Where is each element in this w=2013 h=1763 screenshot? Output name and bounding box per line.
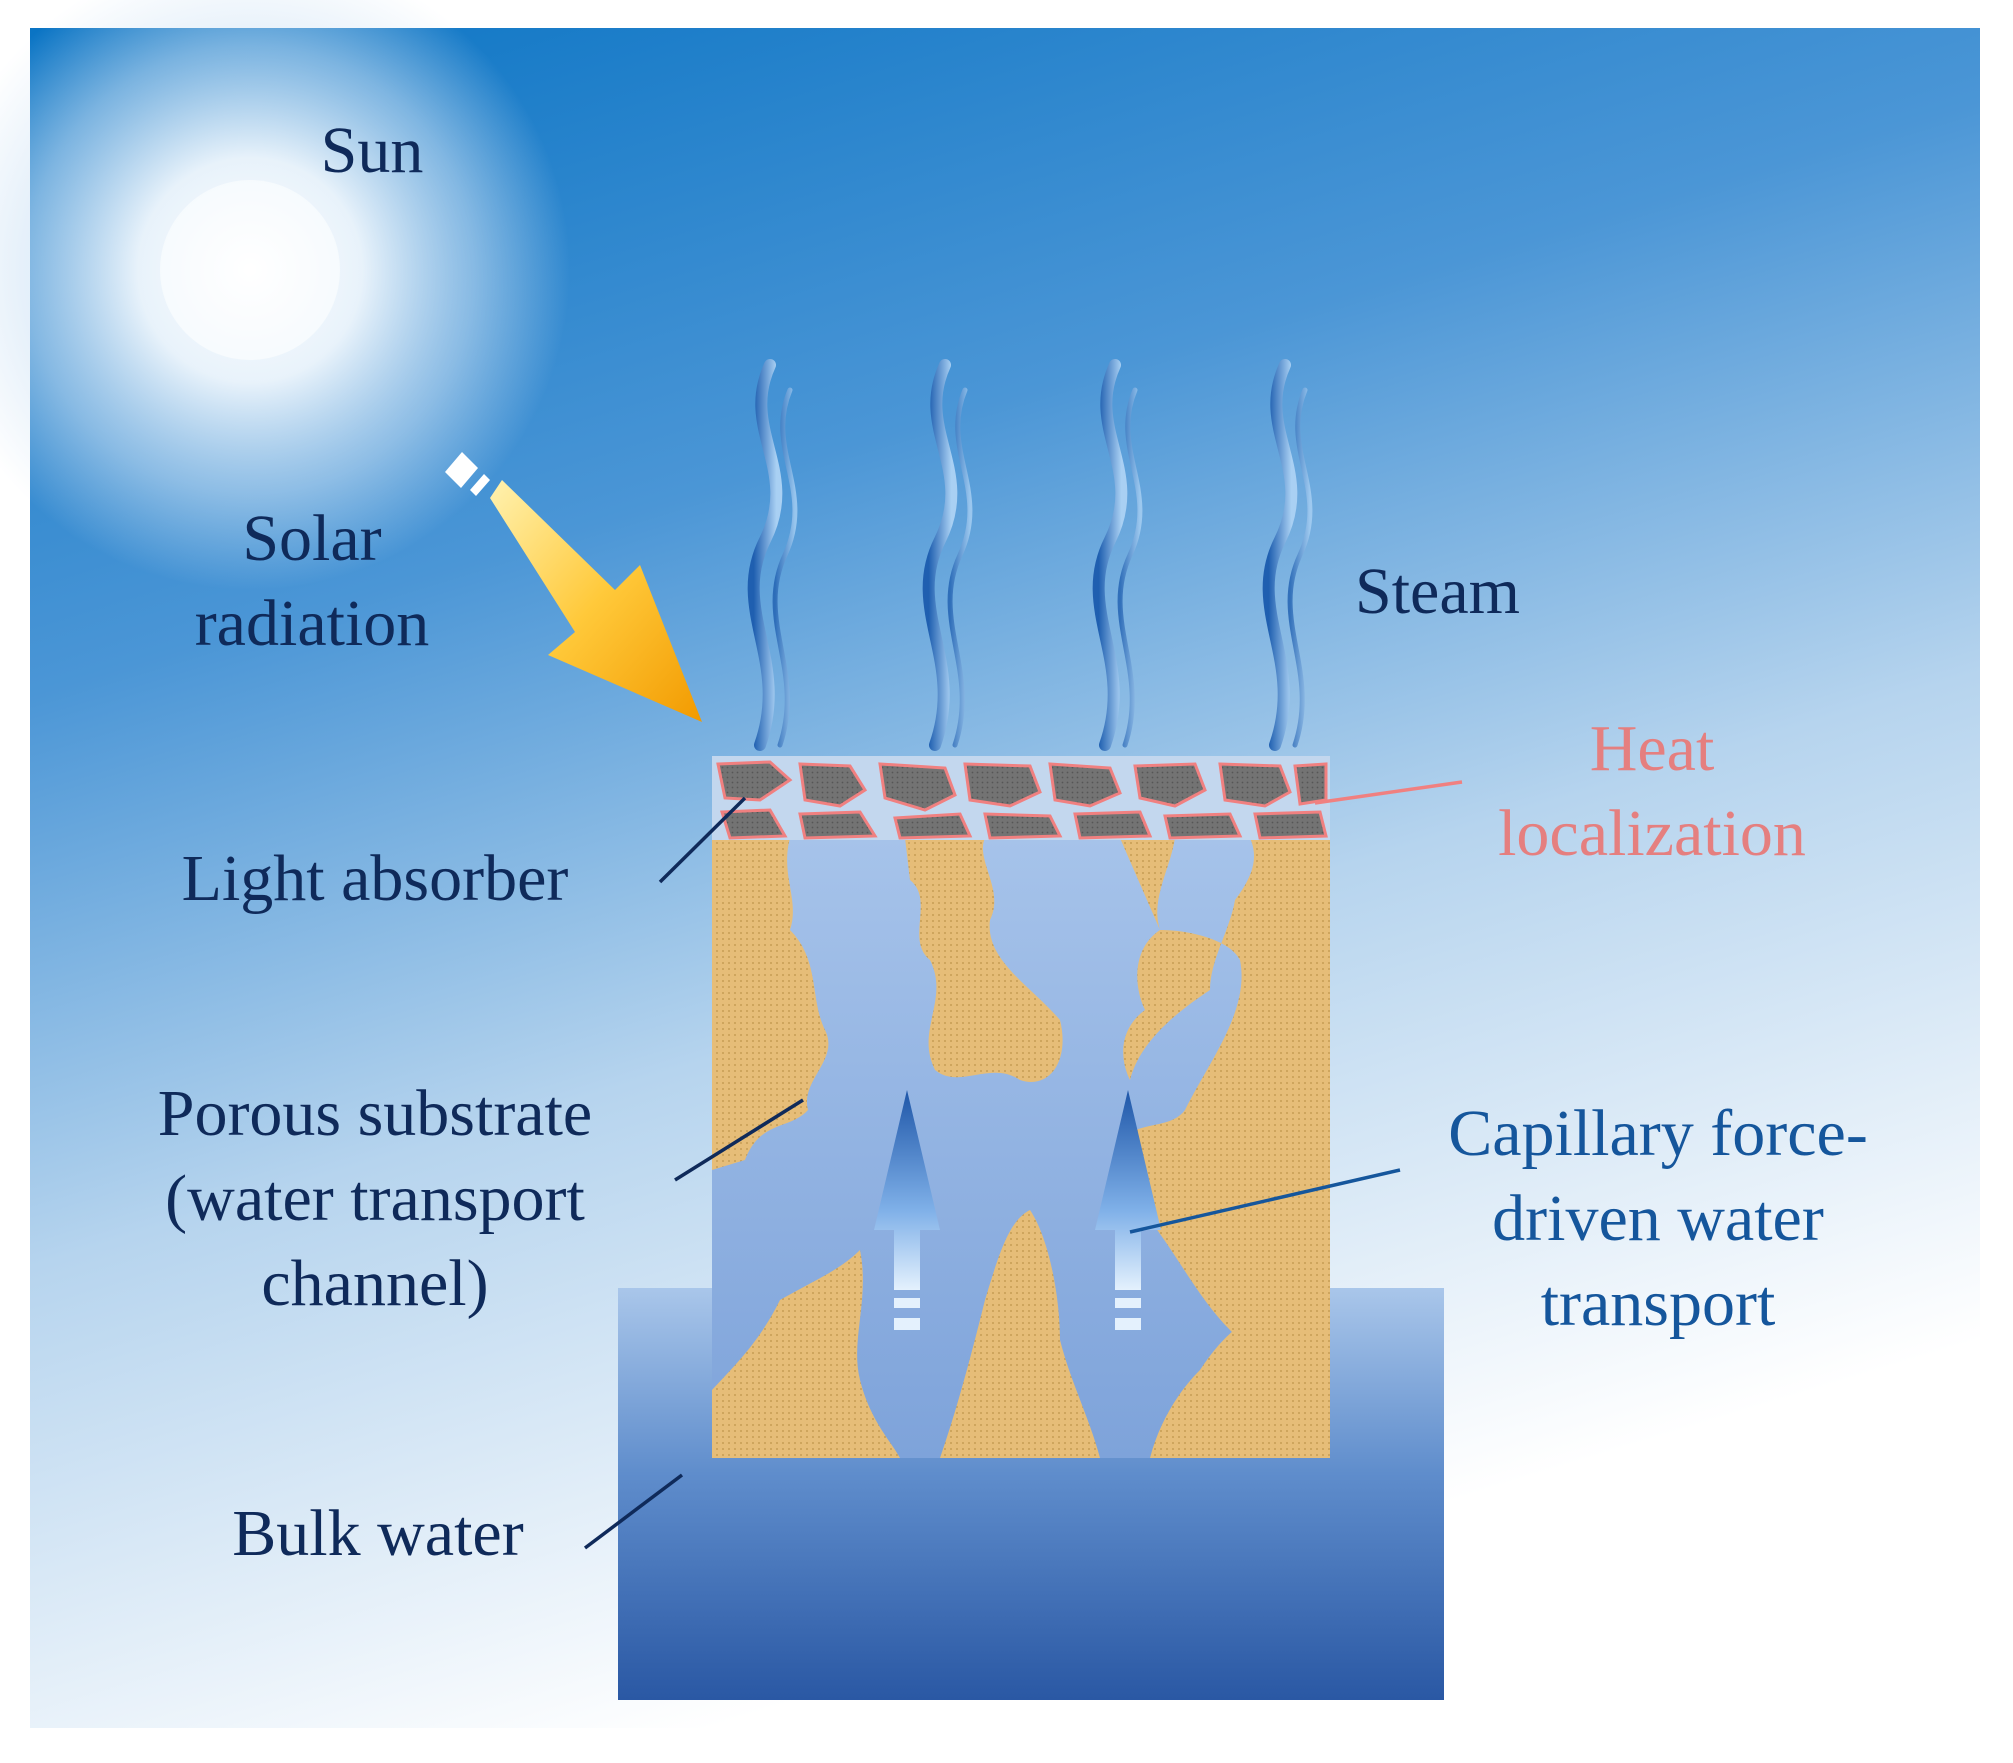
absorber-leader-line bbox=[658, 796, 747, 884]
sun-glow-icon bbox=[0, 0, 570, 590]
svg-text:Porous substrate: Porous substrate bbox=[158, 1077, 592, 1150]
svg-text:radiation: radiation bbox=[195, 587, 430, 660]
steam-label: Steam bbox=[1355, 555, 1520, 628]
light-absorber-label: Light absorber bbox=[182, 842, 569, 915]
heat-localization-label: Heat localization bbox=[1498, 712, 1806, 870]
svg-text:Heat: Heat bbox=[1590, 712, 1715, 785]
svg-text:localization: localization bbox=[1498, 797, 1806, 870]
bulk-leader-line bbox=[583, 1473, 684, 1550]
svg-text:driven water: driven water bbox=[1492, 1182, 1824, 1255]
porous-leader-line bbox=[674, 1098, 804, 1182]
capillary-transport-label: Capillary force- driven water transport bbox=[1448, 1097, 1868, 1340]
svg-text:channel): channel) bbox=[261, 1247, 488, 1320]
capillary-up-arrow-icon bbox=[874, 1090, 1161, 1330]
svg-text:Capillary force-: Capillary force- bbox=[1448, 1097, 1868, 1170]
bulk-water-label: Bulk water bbox=[232, 1497, 523, 1570]
steam-wave-icon bbox=[747, 359, 1313, 751]
sun-label: Sun bbox=[321, 114, 424, 187]
light-absorber-layer bbox=[712, 756, 1330, 840]
porous-substrate bbox=[712, 838, 1330, 1458]
porous-substrate-label: Porous substrate (water transport channe… bbox=[158, 1077, 592, 1320]
solar-radiation-label: Solar radiation bbox=[195, 502, 430, 660]
heat-leader-line bbox=[1314, 780, 1463, 805]
svg-text:(water transport: (water transport bbox=[165, 1162, 585, 1235]
svg-text:Solar: Solar bbox=[242, 502, 381, 575]
capillary-leader-line bbox=[1129, 1168, 1401, 1234]
svg-text:transport: transport bbox=[1541, 1267, 1776, 1340]
solar-radiation-arrow-icon bbox=[445, 452, 702, 722]
